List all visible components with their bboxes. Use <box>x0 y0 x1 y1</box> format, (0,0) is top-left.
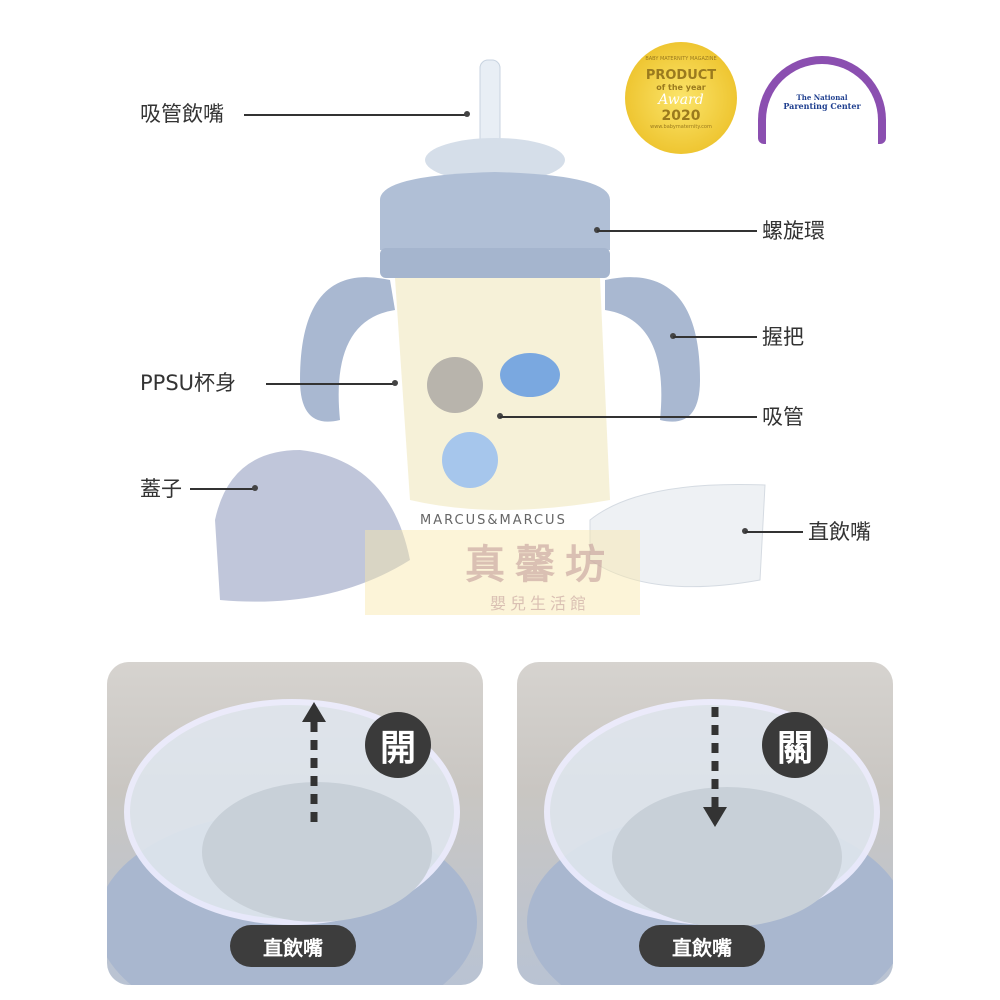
callout-screw-ring: 螺旋環 <box>762 219 825 243</box>
award-year: 2020 <box>661 108 701 124</box>
watermark-name: 真馨坊 <box>465 542 615 588</box>
callout-line <box>597 230 757 232</box>
callout-straw-spout: 吸管飲嘴 <box>140 102 224 126</box>
spout-label-pill: 直飲嘴 <box>639 925 765 967</box>
callout-dot <box>464 111 470 117</box>
closed-badge: 關 <box>762 712 828 778</box>
brand-label: MARCUS&MARCUS <box>420 513 567 528</box>
callout-dot <box>252 485 258 491</box>
callout-direct-spout: 直飲嘴 <box>808 520 871 544</box>
callout-handle: 握把 <box>762 325 804 349</box>
callout-lid: 蓋子 <box>140 477 182 501</box>
callout-line <box>500 416 757 418</box>
award2-line2: Parenting Center <box>783 101 861 111</box>
award-line2: of the year <box>656 83 706 92</box>
callout-line <box>673 336 757 338</box>
watermark: 真馨坊 嬰兒生活館 <box>440 532 640 614</box>
callout-straw: 吸管 <box>762 405 804 429</box>
callout-line <box>190 488 254 490</box>
award-line3: Award <box>658 92 704 108</box>
open-badge: 開 <box>365 712 431 778</box>
award-top: BABY MATERNITY MAGAZINE <box>645 56 717 62</box>
product-illustration <box>215 59 766 615</box>
watermark-sub: 嬰兒生活館 <box>489 594 590 613</box>
award-line1: PRODUCT <box>645 68 717 83</box>
bottle-image <box>215 59 766 615</box>
spout-label-pill: 直飲嘴 <box>230 925 356 967</box>
award2-seal: Seal of Approval <box>780 131 864 142</box>
callout-line <box>266 383 394 385</box>
award-url: www.babymaternity.com <box>650 124 712 130</box>
award-parenting-center: The National Parenting Center Seal of Ap… <box>758 56 886 144</box>
callout-line <box>244 114 466 116</box>
callout-ppsu-body: PPSU杯身 <box>140 371 237 395</box>
panel-closed: 關 直飲嘴 <box>517 662 893 985</box>
callout-dot <box>392 380 398 386</box>
callout-line <box>745 531 803 533</box>
panel-open: 開 直飲嘴 <box>107 662 483 985</box>
award2-line1: The National <box>796 93 848 102</box>
award-product-of-year: BABY MATERNITY MAGAZINE PRODUCT of the y… <box>625 42 737 154</box>
